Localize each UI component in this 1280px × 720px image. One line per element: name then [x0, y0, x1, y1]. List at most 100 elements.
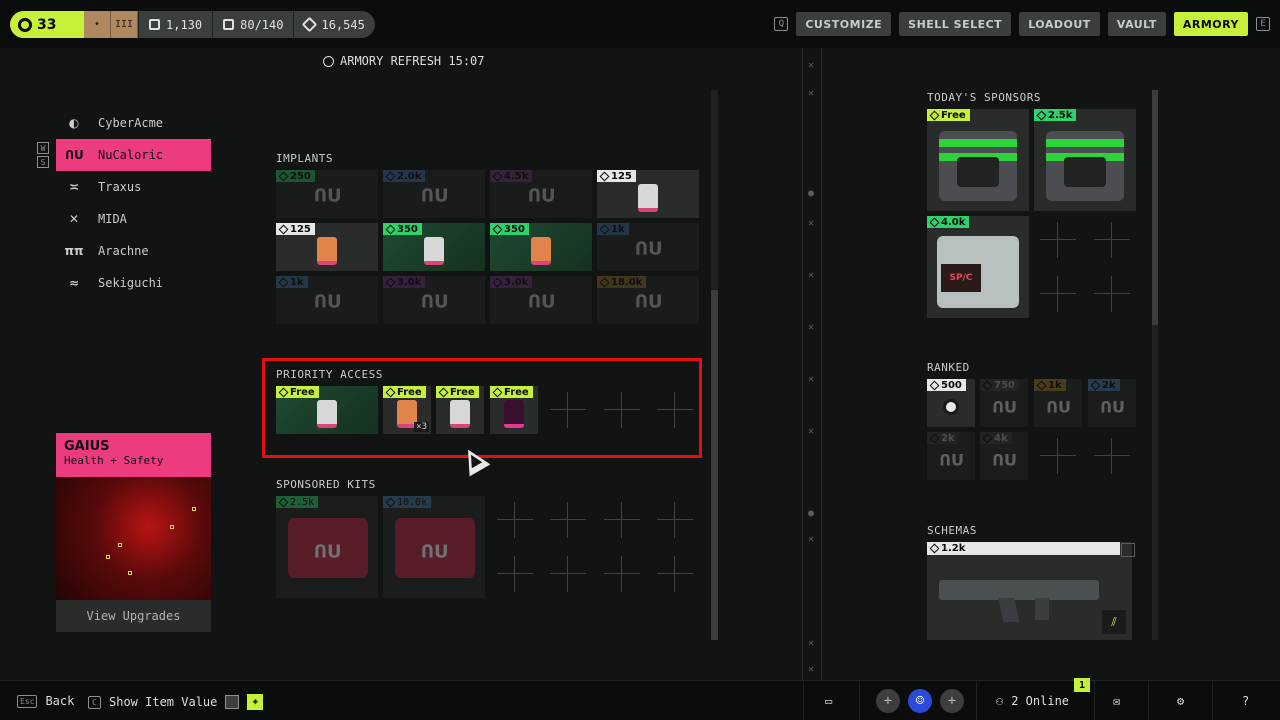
implant-figure-icon	[531, 236, 551, 265]
crate-band	[939, 139, 1017, 147]
right-scrollbar[interactable]	[1152, 90, 1158, 640]
grid-view-icon[interactable]	[1121, 543, 1135, 557]
nav-customize[interactable]: CUSTOMIZE	[796, 12, 892, 36]
implant-figure-icon	[638, 183, 658, 212]
traxus-logo-icon: ≍	[68, 180, 80, 194]
separator	[859, 681, 860, 720]
manufacturer-mida[interactable]: ✕MIDA	[56, 203, 211, 235]
particle	[118, 543, 122, 547]
price-tag: 3.0k	[383, 276, 426, 288]
view-upgrades-button[interactable]: View Upgrades	[56, 600, 211, 632]
credits-icon	[278, 171, 289, 181]
notification-badge: 1	[1074, 678, 1090, 692]
sponsor-crate-1[interactable]: Free	[927, 109, 1029, 211]
priority-item-3[interactable]: Free	[436, 386, 484, 434]
price-value: 1.2k	[941, 543, 966, 554]
ranked-item[interactable]: 500	[927, 379, 975, 427]
sponsored-kit-1[interactable]: 2.5k ՈՍ	[276, 496, 378, 598]
online-friends[interactable]: ⚇ 2 Online	[996, 694, 1069, 708]
back-action[interactable]: Esc Back	[17, 694, 74, 708]
implant-item[interactable]: 125	[276, 223, 378, 271]
nav-armory[interactable]: ARMORY	[1173, 12, 1248, 36]
center-scrollbar[interactable]	[711, 90, 718, 640]
credits-icon	[278, 497, 289, 507]
schema-item[interactable]: 1.2k ⫽	[927, 542, 1132, 640]
price-tag: 4k	[980, 432, 1012, 444]
crate-front	[1064, 157, 1106, 187]
manufacturer-traxus[interactable]: ≍Traxus	[56, 171, 211, 203]
top-bar: 33 • III 1,130 80/140 16,545 Q CUSTOMIZE…	[0, 0, 1280, 48]
strip-glyph-icon: ✕	[808, 270, 815, 281]
separator	[976, 681, 977, 720]
price-value: 1k	[1048, 379, 1062, 391]
scrollbar-thumb[interactable]	[1152, 90, 1158, 325]
nav-vault[interactable]: VAULT	[1107, 12, 1166, 36]
empty-slot	[604, 556, 640, 592]
sponsored-kit-2[interactable]: 10.0k ՈՍ	[383, 496, 485, 598]
nucaloric-logo-icon: ՈՍ	[420, 185, 448, 207]
gaius-card[interactable]: GAIUS Health + Safety View Upgrades	[56, 433, 211, 632]
add-party-left-icon[interactable]: +	[876, 689, 900, 713]
credits-toggle-icon[interactable]: ◈	[247, 694, 264, 710]
rifle-grip	[998, 598, 1020, 622]
price-value: 4.5k	[504, 170, 529, 182]
priority-item-2[interactable]: Free ×3	[383, 386, 431, 434]
chat-icon[interactable]: ▭	[825, 694, 833, 708]
price-tag: 4.5k	[490, 170, 533, 182]
manufacturer-cyberacme[interactable]: ◐CyberAcme	[56, 107, 211, 139]
scrollbar-thumb[interactable]	[711, 290, 718, 640]
player-avatar-icon[interactable]: ☺	[908, 689, 932, 713]
show-item-value-action[interactable]: C Show Item Value ◈	[88, 694, 264, 710]
implant-item[interactable]: 350	[383, 223, 485, 271]
value-toggle-icon[interactable]	[225, 695, 240, 709]
priority-item-1[interactable]: Free	[276, 386, 378, 434]
rank-dot: •	[84, 11, 111, 38]
credits-icon	[929, 380, 940, 390]
credits-value: 16,545	[321, 17, 365, 32]
add-party-right-icon[interactable]: +	[940, 689, 964, 713]
implant-figure-icon	[317, 399, 337, 428]
particle	[192, 507, 196, 511]
help-button[interactable]: ?	[1242, 694, 1250, 708]
sponsor-crate-3[interactable]: SP/C 4.0k	[927, 216, 1029, 318]
implant-item[interactable]: 350	[490, 223, 592, 271]
strip-glyph-icon: ✕	[808, 322, 815, 333]
settings-gear-icon[interactable]: ⚙	[1177, 694, 1185, 708]
price-tag: Free	[383, 386, 426, 398]
empty-slot	[657, 392, 693, 428]
medkit-icon	[450, 399, 470, 428]
implant-item[interactable]: 125	[597, 170, 699, 218]
nav-loadout[interactable]: LOADOUT	[1019, 12, 1100, 36]
credits-icon	[599, 171, 610, 181]
priority-item-4[interactable]: Free	[490, 386, 538, 434]
credits-icon	[385, 497, 396, 507]
marathon-logo-icon	[18, 17, 32, 32]
credits-stat: 16,545	[293, 11, 375, 38]
sponsor-crate-2[interactable]: 2.5k	[1034, 109, 1136, 211]
crate-screen: SP/C	[941, 264, 981, 292]
credits-icon	[1036, 110, 1047, 120]
nav-shell-select[interactable]: SHELL SELECT	[899, 12, 1012, 36]
price-value: 10.0k	[397, 496, 428, 508]
manufacturer-sekiguchi[interactable]: ≈Sekiguchi	[56, 267, 211, 299]
price-value: 350	[504, 223, 525, 235]
separator	[1212, 681, 1213, 720]
mail-icon[interactable]: ✉	[1113, 694, 1121, 708]
price-tag: 4.0k	[927, 216, 970, 228]
empty-slot	[657, 556, 693, 592]
